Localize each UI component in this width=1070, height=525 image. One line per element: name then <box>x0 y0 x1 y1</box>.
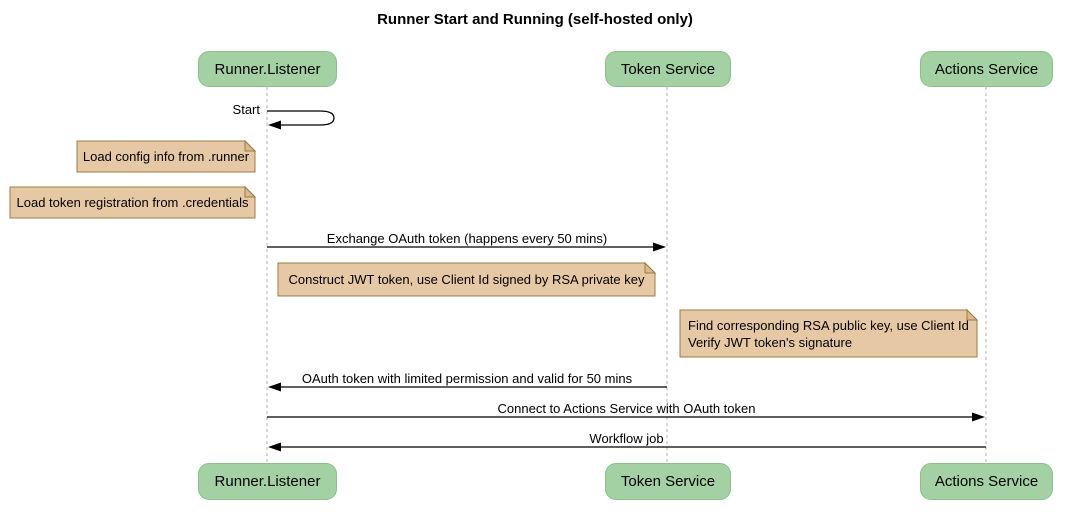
participant-bottom-token-service: Token Service <box>605 463 731 500</box>
participant-bottom-actions-service: Actions Service <box>920 463 1053 500</box>
diagram-title: Runner Start and Running (self-hosted on… <box>377 11 693 28</box>
note-load-token-registration <box>9 185 257 219</box>
participant-label: Runner.Listener <box>214 473 321 490</box>
participant-label: Token Service <box>620 473 716 490</box>
participant-top-actions-service: Actions Service <box>920 51 1053 87</box>
note-construct-jwt <box>277 261 657 297</box>
participant-label: Runner.Listener <box>214 60 321 78</box>
participant-bottom-runner-listener: Runner.Listener <box>198 463 337 500</box>
message-arrow-workflow-job <box>268 442 986 452</box>
message-label-oauth-returned: OAuth token with limited permission and … <box>301 371 633 386</box>
message-arrow-exchange-oauth <box>267 242 666 252</box>
note-line: Find corresponding RSA public key, use C… <box>688 317 969 333</box>
participant-top-runner-listener: Runner.Listener <box>198 51 337 87</box>
note-verify-jwt <box>679 308 979 358</box>
message-arrow-oauth-returned <box>268 382 667 392</box>
participant-top-token-service: Token Service <box>605 51 731 87</box>
participant-label: Actions Service <box>934 60 1039 78</box>
participant-label: Actions Service <box>934 473 1039 490</box>
note-load-config <box>76 139 257 173</box>
note-line: Verify JWT token's signature <box>688 334 853 350</box>
message-label-start: Start <box>232 102 260 117</box>
message-label-workflow-job: Workflow job <box>589 431 664 446</box>
message-label-exchange-oauth: Exchange OAuth token (happens every 50 m… <box>326 231 608 246</box>
message-arrow-connect-actions <box>267 412 985 422</box>
note-text-load-token-registration: Load token registration from .credential… <box>16 195 249 210</box>
participant-label: Token Service <box>620 60 716 78</box>
note-text-load-config: Load config info from .runner <box>82 149 250 164</box>
note-text-verify-jwt: Find corresponding RSA public key, use C… <box>680 310 977 357</box>
message-arrow-start <box>267 110 335 130</box>
note-text-construct-jwt: Construct JWT token, use Client Id signe… <box>288 272 645 287</box>
message-label-connect-actions: Connect to Actions Service with OAuth to… <box>497 401 756 416</box>
